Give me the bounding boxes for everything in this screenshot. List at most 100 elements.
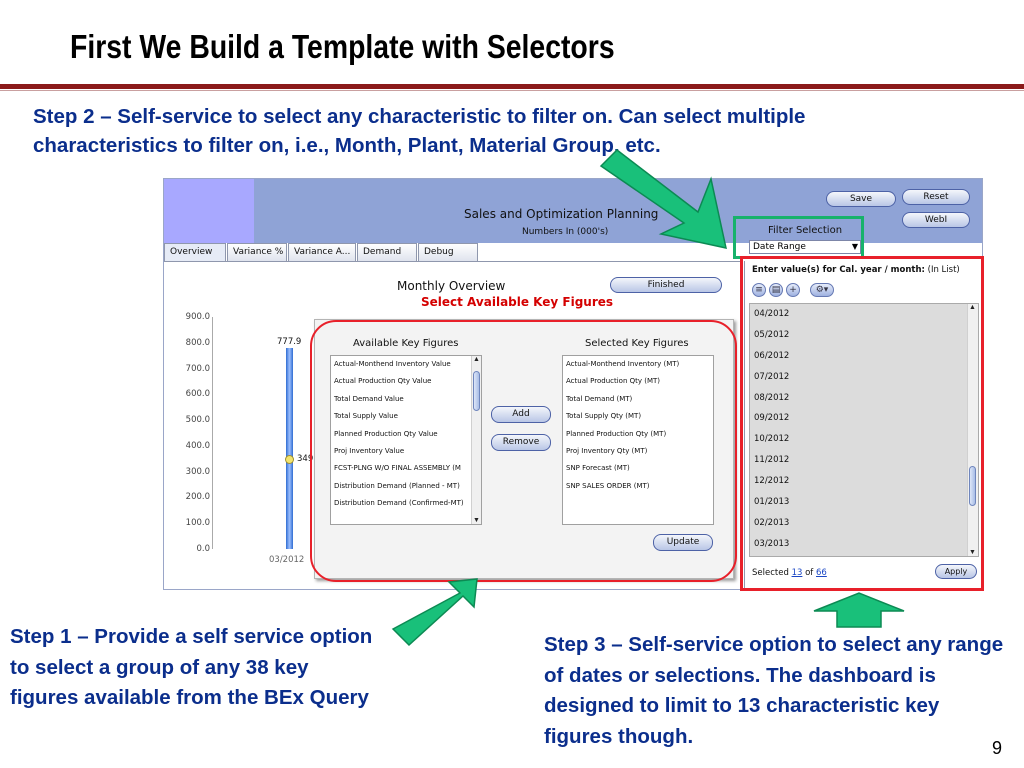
tab-overview[interactable]: Overview (164, 243, 226, 261)
copy-icon[interactable]: ▤ (769, 283, 783, 297)
date-panel-highlight-box (740, 256, 984, 591)
date-panel-heading: Enter value(s) for Cal. year / month: (I… (752, 265, 960, 275)
select-all-icon[interactable]: ≡ (752, 283, 766, 297)
available-list-item[interactable]: FCST-PLNG W/O FINAL ASSEMBLY (M (334, 464, 461, 473)
scroll-down-icon[interactable]: ▼ (473, 517, 480, 524)
date-list-item[interactable]: 02/2013 (754, 517, 790, 528)
date-list-item[interactable]: 09/2012 (754, 413, 790, 424)
dropdown-arrow-icon: ▼ (851, 242, 858, 251)
selected-prefix: Selected (752, 568, 789, 578)
selected-heading: Selected Key Figures (585, 338, 689, 349)
available-list-item[interactable]: Distribution Demand (Confirmed-MT) (334, 499, 464, 508)
selected-list-item[interactable]: SNP SALES ORDER (MT) (566, 481, 650, 490)
scroll-up-icon[interactable]: ▲ (473, 356, 480, 363)
date-list-item[interactable]: 03/2013 (754, 538, 790, 549)
date-list-item[interactable]: 10/2012 (754, 434, 790, 445)
page-number: 9 (992, 738, 1003, 758)
available-heading: Available Key Figures (353, 338, 459, 349)
tab-variance-pct[interactable]: Variance % (227, 243, 287, 261)
y-axis-tick: 400.0 (185, 440, 210, 451)
selection-count: Selected 13 of 66 (752, 568, 827, 578)
save-button[interactable]: Save (826, 191, 896, 207)
available-list-item[interactable]: Distribution Demand (Planned - MT) (334, 481, 460, 490)
reset-button[interactable]: Reset (902, 189, 970, 205)
date-list-item[interactable]: 11/2012 (754, 455, 790, 466)
date-panel-heading-bold: Enter value(s) for Cal. year / month: (752, 265, 925, 275)
chart-point-349 (285, 455, 294, 465)
key-figure-dialog: Available Key Figures Selected Key Figur… (314, 319, 734, 579)
y-axis-tick: 800.0 (185, 337, 210, 348)
y-axis-tick: 300.0 (185, 466, 210, 477)
tab-debug[interactable]: Debug (418, 243, 478, 261)
remove-button[interactable]: Remove (491, 434, 551, 451)
selected-list-item[interactable]: Total Supply Qty (MT) (566, 412, 642, 421)
date-list-item[interactable]: 12/2012 (754, 476, 790, 487)
logo-placeholder (164, 179, 254, 243)
date-list-item[interactable]: 08/2012 (754, 392, 790, 403)
selected-list-item[interactable]: SNP Forecast (MT) (566, 464, 630, 473)
selected-list-item[interactable]: Proj Inventory Qty (MT) (566, 446, 648, 455)
y-axis-tick: 500.0 (185, 415, 210, 426)
total-count-link[interactable]: 66 (816, 568, 827, 578)
arrow-up (813, 592, 905, 628)
selected-count-link[interactable]: 13 (791, 568, 803, 578)
monthly-overview-title: Monthly Overview (397, 279, 506, 293)
available-list-item[interactable]: Planned Production Qty Value (334, 429, 438, 438)
y-axis-tick: 0.0 (196, 544, 210, 554)
scroll-up-icon[interactable]: ▲ (969, 304, 976, 311)
available-list-item[interactable]: Actual-Monthend Inventory Value (334, 360, 451, 368)
date-list-item[interactable]: 07/2012 (754, 371, 790, 382)
bar-data-label: 777.9 (277, 337, 302, 348)
options-icon[interactable]: ⚙▾ (810, 283, 834, 297)
point-data-label: 349 (297, 454, 314, 465)
available-list-item[interactable]: Actual Production Qty Value (334, 377, 432, 386)
app-subtitle: Numbers In (000's) (522, 227, 609, 237)
date-list-scrollbar[interactable]: ▲ ▼ (967, 304, 978, 556)
date-list-item[interactable]: 01/2013 (754, 497, 790, 508)
add-icon[interactable]: + (786, 283, 800, 297)
tab-variance-a[interactable]: Variance A... (288, 243, 356, 261)
available-list-item[interactable]: Proj Inventory Value (334, 446, 405, 455)
available-list-item[interactable]: Total Demand Value (334, 394, 404, 403)
update-button[interactable]: Update (653, 534, 713, 551)
title-divider-thin (0, 90, 1024, 91)
selected-list-item[interactable]: Total Demand (MT) (566, 394, 633, 403)
date-list-item[interactable]: 06/2012 (754, 350, 790, 361)
scroll-thumb[interactable] (473, 371, 480, 411)
selected-list-item[interactable]: Planned Production Qty (MT) (566, 429, 667, 438)
date-selection-panel: Enter value(s) for Cal. year / month: (I… (744, 261, 982, 589)
filter-selection-value: Date Range (753, 242, 806, 252)
date-list-item[interactable]: 05/2012 (754, 329, 790, 340)
tab-demand[interactable]: Demand (357, 243, 417, 261)
dialog-highlight-box (310, 320, 737, 582)
title-divider (0, 84, 1024, 89)
y-axis-tick: 600.0 (185, 389, 210, 400)
selected-list[interactable]: Actual-Monthend Inventory (MT) Actual Pro… (562, 355, 714, 525)
chart-bar-777 (286, 348, 293, 549)
date-panel-heading-mode: (In List) (927, 265, 960, 275)
scroll-down-icon[interactable]: ▼ (969, 549, 976, 556)
date-list[interactable]: 04/2012 05/2012 06/2012 07/2012 08/2012 09/20… (749, 303, 979, 557)
y-axis-tick: 200.0 (185, 492, 210, 503)
y-axis-tick: 900.0 (185, 312, 210, 322)
available-list-item[interactable]: Total Supply Value (334, 412, 398, 421)
finished-button[interactable]: Finished (610, 277, 722, 293)
apply-button[interactable]: Apply (935, 564, 977, 579)
add-button[interactable]: Add (491, 406, 551, 423)
selected-list-item[interactable]: Actual Production Qty (MT) (566, 377, 661, 386)
app-header: Sales and Optimization Planning Numbers … (164, 179, 982, 254)
selected-list-item[interactable]: Actual-Monthend Inventory (MT) (566, 360, 680, 368)
available-scrollbar[interactable]: ▲ ▼ (471, 356, 481, 524)
arrow-right-down (599, 149, 727, 249)
date-list-item[interactable]: 04/2012 (754, 309, 790, 319)
filter-selection-dropdown[interactable]: Date Range ▼ (749, 240, 861, 254)
app-window: Sales and Optimization Planning Numbers … (163, 178, 983, 590)
x-axis-tick: 03/2012 (269, 555, 305, 565)
of-word: of (805, 568, 814, 578)
step1-text: Step 1 – Provide a self service option t… (10, 625, 373, 709)
y-axis-tick: 100.0 (185, 518, 210, 529)
webi-button[interactable]: WebI (902, 212, 970, 228)
scroll-thumb[interactable] (969, 466, 976, 506)
